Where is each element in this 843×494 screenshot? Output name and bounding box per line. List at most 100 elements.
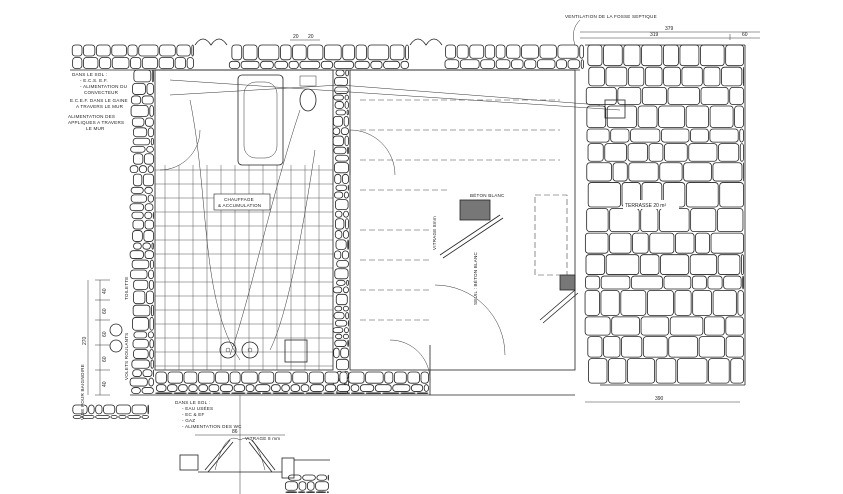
stone <box>588 66 605 87</box>
dim-top-part-a: 319 <box>650 32 659 38</box>
stone <box>718 143 740 162</box>
stone <box>644 66 663 87</box>
stone <box>159 44 176 57</box>
threshold-label: SEUIL : BÉTON BLANC <box>472 251 478 305</box>
stone <box>188 384 198 392</box>
stone <box>342 230 349 239</box>
stone <box>149 349 154 359</box>
stone <box>641 44 663 67</box>
stone <box>586 208 609 233</box>
stone <box>129 203 145 212</box>
stone <box>411 384 424 392</box>
stone <box>95 44 111 57</box>
stone <box>131 404 147 415</box>
stone <box>133 153 144 165</box>
stone <box>174 57 187 69</box>
stone <box>307 481 315 491</box>
stone <box>148 279 154 290</box>
stone <box>342 286 349 294</box>
stone <box>132 317 149 331</box>
stone <box>142 173 154 187</box>
stone <box>649 232 675 254</box>
stone <box>511 59 524 69</box>
stone <box>382 392 400 394</box>
stone <box>365 392 382 394</box>
stone <box>129 165 139 174</box>
stone <box>147 165 154 174</box>
stone <box>495 44 506 59</box>
dim-top-small-b: 20 <box>308 34 314 40</box>
stone <box>299 60 321 69</box>
stone <box>334 319 348 327</box>
stone <box>600 275 631 290</box>
stone <box>339 371 348 384</box>
stone <box>365 371 384 384</box>
stone <box>367 44 390 61</box>
stone <box>354 60 370 69</box>
stone <box>334 191 344 199</box>
stone <box>71 44 83 57</box>
stone <box>156 384 167 392</box>
stone <box>197 371 215 384</box>
heating-label: CHAUFFAGE <box>224 197 254 202</box>
stone <box>628 162 659 182</box>
stone <box>667 86 700 105</box>
stone <box>82 57 99 69</box>
stone <box>340 347 349 359</box>
stone <box>284 481 298 491</box>
stone <box>585 275 601 290</box>
stone <box>131 117 145 127</box>
stone <box>506 44 521 59</box>
stone <box>142 369 153 377</box>
stone <box>335 358 349 371</box>
stone <box>350 392 365 394</box>
stone <box>586 105 607 128</box>
stone <box>255 384 271 392</box>
glazing-panels <box>439 194 579 324</box>
dim-top-part-b: 60 <box>742 32 748 38</box>
stone <box>341 250 349 260</box>
stone <box>691 275 707 290</box>
stone <box>374 384 392 392</box>
stone <box>141 95 154 105</box>
stone <box>698 336 725 358</box>
stone <box>88 404 95 415</box>
stone <box>176 44 191 57</box>
stone <box>708 358 730 384</box>
stone <box>110 414 118 419</box>
note-line: ALIMENTATION DES <box>68 114 115 119</box>
stone <box>133 279 149 290</box>
stone <box>347 146 349 155</box>
stone <box>393 371 407 384</box>
stone <box>133 331 148 339</box>
stone <box>626 358 656 384</box>
stone <box>703 316 725 336</box>
stone <box>641 86 667 105</box>
stone <box>240 60 260 69</box>
stone <box>343 210 349 218</box>
stone <box>146 290 154 305</box>
stone <box>130 57 142 69</box>
stone <box>600 290 620 316</box>
stone <box>72 404 88 415</box>
stone <box>261 392 272 394</box>
white-concrete-label: BÉTON BLANC <box>470 192 505 198</box>
stone <box>132 369 142 377</box>
note-line: LE MUR <box>86 126 105 131</box>
stone <box>143 153 154 165</box>
stone <box>151 242 154 250</box>
note-line: - GAZ <box>182 418 195 423</box>
left-label: VOLETS ROULANTS <box>124 333 129 380</box>
stone <box>158 57 174 69</box>
stone <box>300 384 310 392</box>
stone <box>332 327 344 334</box>
stone <box>146 145 154 153</box>
stone <box>621 336 643 358</box>
stone <box>178 384 188 392</box>
stone <box>228 60 240 69</box>
stone <box>659 208 690 233</box>
stone <box>149 259 154 269</box>
stone <box>72 414 82 419</box>
stone <box>141 387 154 394</box>
